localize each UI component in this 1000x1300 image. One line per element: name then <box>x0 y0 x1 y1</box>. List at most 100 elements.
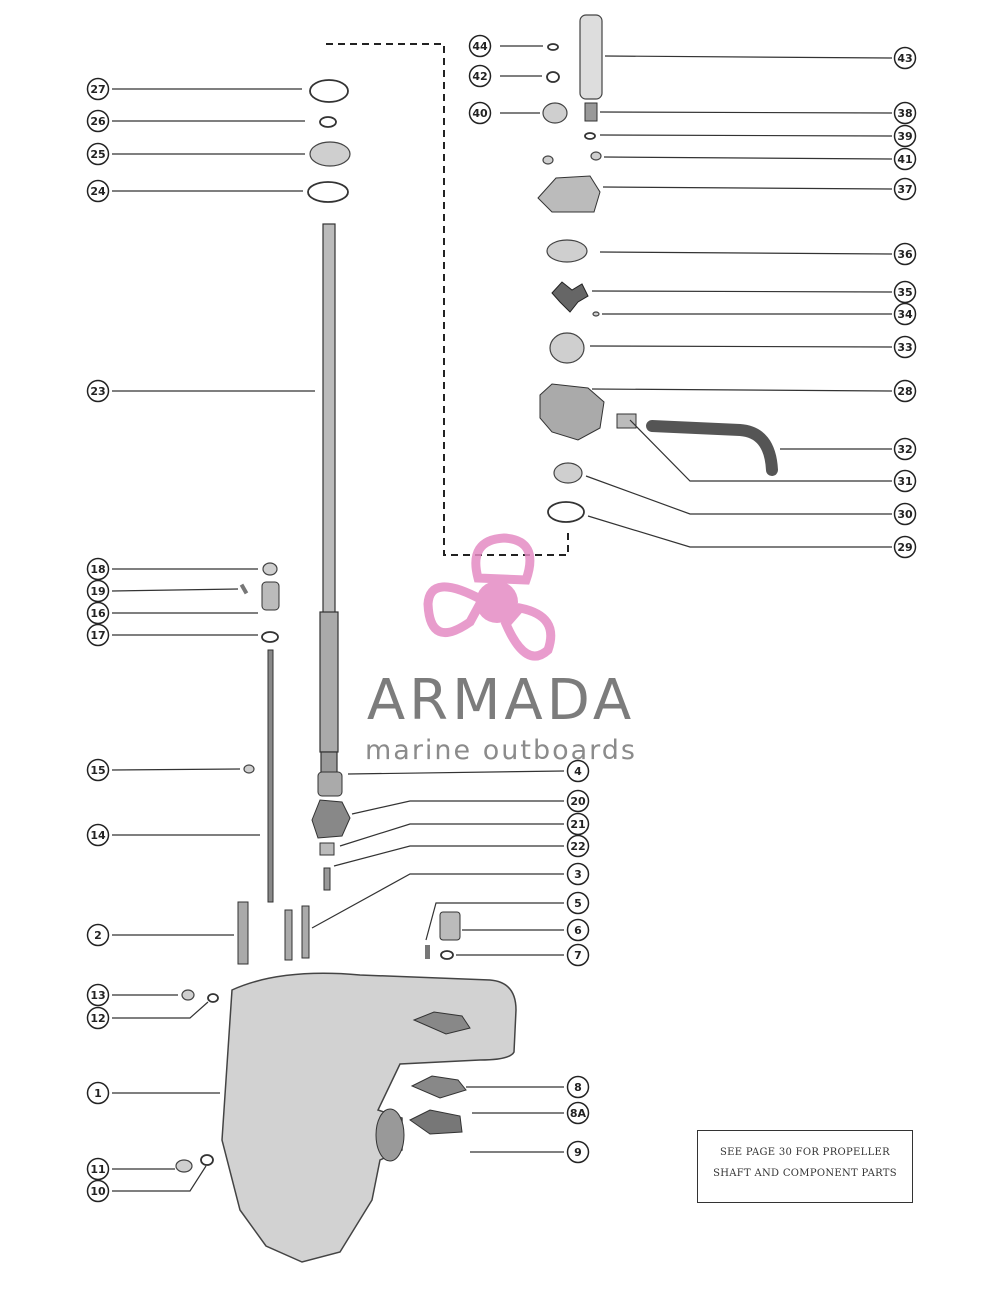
callout-bubble <box>86 823 110 847</box>
callout-8a: 8A <box>472 1101 590 1125</box>
callout-number: 29 <box>897 541 912 554</box>
callout-18: 18 <box>86 557 258 581</box>
callout-9: 9 <box>470 1140 590 1164</box>
callout-3: 3 <box>311 862 590 929</box>
callout-bubble <box>86 601 110 625</box>
callout-bubble <box>86 77 110 101</box>
note-line-1: SEE PAGE 30 FOR PROPELLER <box>720 1147 890 1158</box>
callout-leader-line <box>112 1165 207 1192</box>
callout-20: 20 <box>351 789 590 815</box>
callout-bubble <box>86 109 110 133</box>
callout-30: 30 <box>585 475 917 526</box>
callout-bubble <box>893 177 917 201</box>
callout-bubble <box>86 1179 110 1203</box>
callout-number: 28 <box>897 385 912 398</box>
drive-shaft <box>319 223 339 793</box>
callout-number: 12 <box>90 1012 105 1025</box>
callout-number: 34 <box>897 308 913 321</box>
callout-leader-line <box>587 515 892 548</box>
callout-number: 6 <box>574 924 582 937</box>
callout-number: 3 <box>574 868 582 881</box>
callout-number: 8 <box>574 1081 582 1094</box>
callout-16: 16 <box>86 601 258 625</box>
callout-37: 37 <box>602 177 917 201</box>
callout-bubble <box>86 557 110 581</box>
callout-number: 16 <box>90 607 106 620</box>
callout-39: 39 <box>599 124 917 148</box>
callout-bubble <box>86 579 110 603</box>
callout-6: 6 <box>462 918 590 942</box>
callout-number: 35 <box>897 286 912 299</box>
callout-21: 21 <box>339 812 590 847</box>
callout-bubble <box>893 335 917 359</box>
callout-bubble <box>86 1081 110 1105</box>
water-tubes <box>237 901 310 965</box>
callout-bubble <box>893 302 917 326</box>
callout-leader-line <box>311 873 564 929</box>
callout-leader-line <box>602 186 893 190</box>
callout-34: 34 <box>602 302 917 326</box>
callout-bubble <box>566 1140 590 1164</box>
callout-8: 8 <box>466 1075 590 1099</box>
callout-number: 4 <box>574 765 582 778</box>
callout-bubble <box>566 891 590 915</box>
callout-5: 5 <box>425 891 590 941</box>
note-line-2: SHAFT AND COMPONENT PARTS <box>713 1168 897 1179</box>
callout-24: 24 <box>86 179 303 203</box>
callout-bubble <box>566 918 590 942</box>
callout-1: 1 <box>86 1081 220 1105</box>
callout-leader-line <box>591 388 893 392</box>
callout-leader-line <box>112 1001 209 1019</box>
callout-leader-line <box>629 419 892 482</box>
callout-leader-line <box>589 345 893 348</box>
callout-number: 24 <box>90 185 106 198</box>
callout-number: 14 <box>90 829 106 842</box>
callout-15: 15 <box>86 758 241 782</box>
callout-number: 8A <box>570 1107 587 1120</box>
callout-19: 19 <box>86 579 239 603</box>
callout-bubble <box>893 535 917 559</box>
callout-leader-line <box>599 111 893 114</box>
callout-bubble <box>468 101 492 125</box>
callout-leader-line <box>604 55 893 59</box>
watermark-tagline: marine outboards <box>364 735 637 766</box>
callout-35: 35 <box>591 280 917 304</box>
callout-bubble <box>566 1075 590 1099</box>
callout-25: 25 <box>86 142 305 166</box>
callout-2: 2 <box>86 923 234 947</box>
callout-bubble <box>86 1157 110 1181</box>
assembly-dashed-path <box>326 43 569 556</box>
callout-number: 41 <box>897 153 912 166</box>
shift-rod <box>267 649 274 903</box>
callout-number: 9 <box>574 1146 582 1159</box>
top-seals <box>307 79 351 203</box>
callout-43: 43 <box>604 46 917 70</box>
callout-leader-line <box>347 770 565 775</box>
callout-12: 12 <box>86 1001 209 1030</box>
callout-10: 10 <box>86 1165 207 1203</box>
see-page-note: SEE PAGE 30 FOR PROPELLER SHAFT AND COMP… <box>697 1130 913 1203</box>
callout-38: 38 <box>599 101 917 125</box>
callout-number: 44 <box>472 40 488 53</box>
callout-number: 33 <box>897 341 912 354</box>
callout-number: 5 <box>574 897 582 910</box>
callout-bubble <box>893 502 917 526</box>
callout-bubble <box>893 280 917 304</box>
callout-bubble <box>566 812 590 836</box>
callout-bubble <box>86 142 110 166</box>
callout-17: 17 <box>86 623 258 647</box>
callout-number: 20 <box>570 795 586 808</box>
callout-11: 11 <box>86 1157 175 1181</box>
callout-number: 17 <box>90 629 105 642</box>
callout-bubble <box>86 623 110 647</box>
callout-number: 30 <box>897 508 913 521</box>
callout-number: 18 <box>90 563 105 576</box>
callout-number: 13 <box>90 989 105 1002</box>
callout-bubble <box>566 1101 590 1125</box>
callout-number: 40 <box>472 107 488 120</box>
callout-number: 31 <box>897 475 912 488</box>
callout-13: 13 <box>86 983 178 1007</box>
callout-bubble <box>86 179 110 203</box>
callout-number: 27 <box>90 83 105 96</box>
